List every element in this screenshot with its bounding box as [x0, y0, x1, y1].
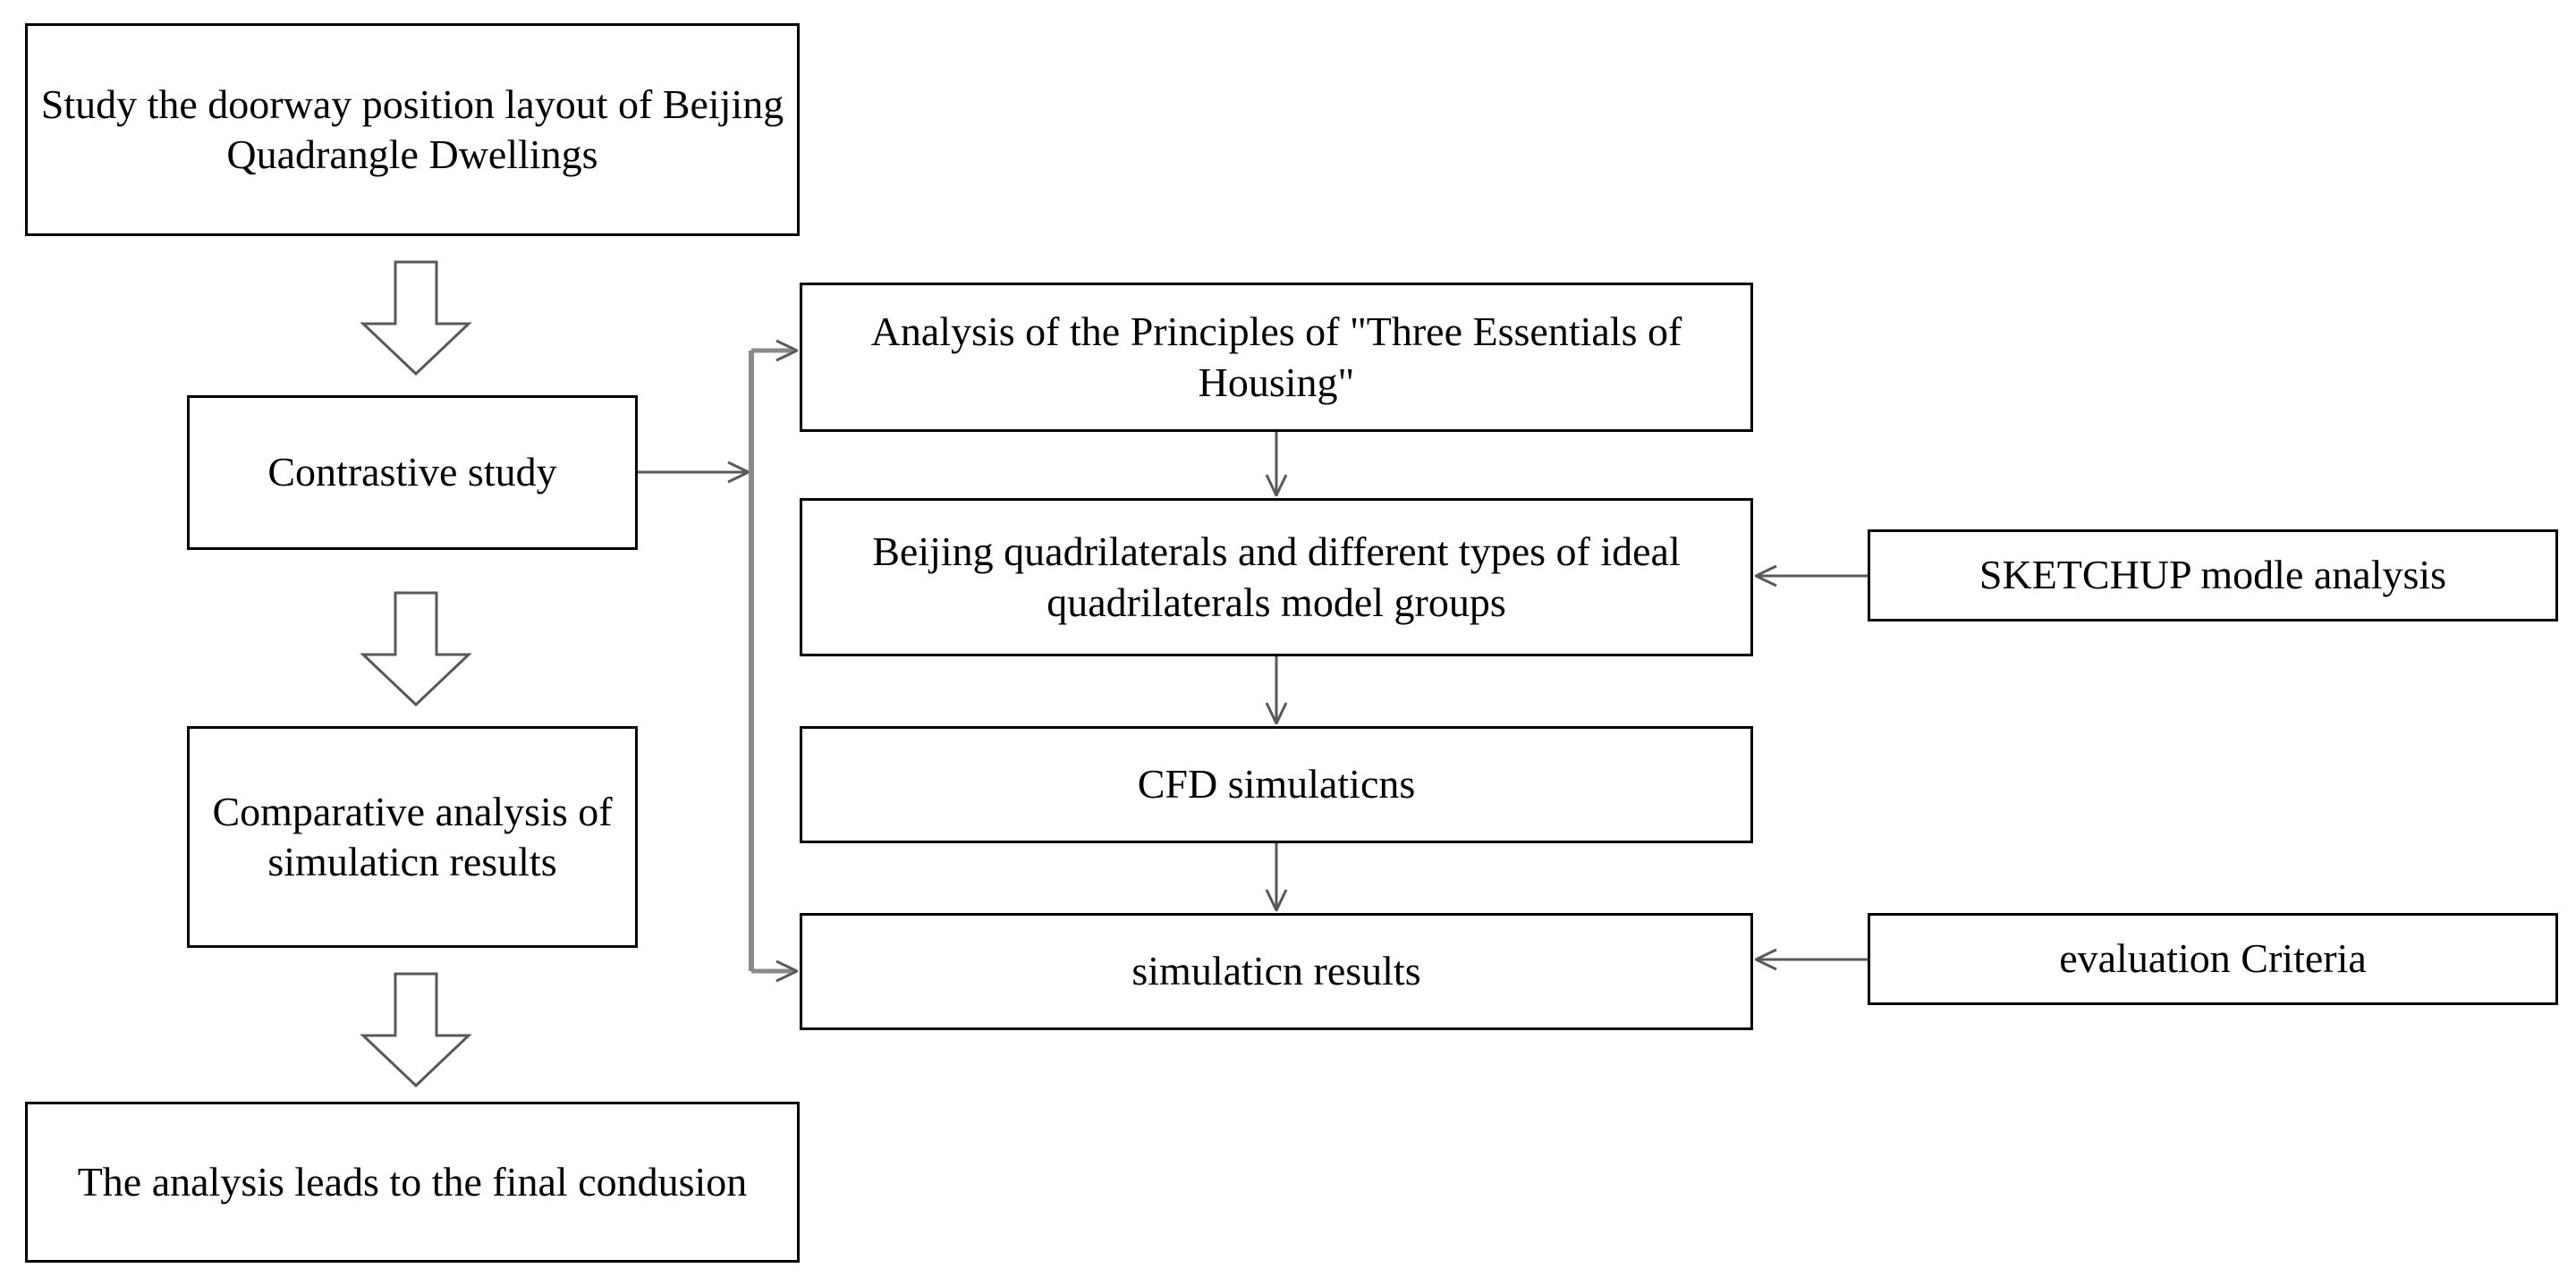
node-cfd-simulations[interactable]: CFD simulaticns — [800, 726, 1753, 843]
node-evaluation-criteria-label: evaluation Criteria — [2059, 935, 2367, 982]
node-sketchup-analysis[interactable]: SKETCHUP modle analysis — [1868, 529, 2558, 621]
node-contrastive-study[interactable]: Contrastive study — [187, 395, 638, 550]
node-three-essentials-label: Analysis of the Principles of "Three Ess… — [870, 309, 1682, 405]
node-final-conclusion-label: The analysis leads to the final condusio… — [77, 1158, 748, 1205]
node-quadrilateral-models[interactable]: Beijing quadrilaterals and different typ… — [800, 498, 1753, 656]
node-quadrilateral-models-label: Beijing quadrilaterals and different typ… — [872, 528, 1681, 625]
node-three-essentials[interactable]: Analysis of the Principles of "Three Ess… — [800, 283, 1753, 432]
node-study-doorway[interactable]: Study the doorway position layout of Bei… — [25, 23, 800, 236]
node-final-conclusion[interactable]: The analysis leads to the final condusio… — [25, 1102, 800, 1263]
node-contrastive-study-label: Contrastive study — [267, 449, 557, 495]
node-sketchup-analysis-label: SKETCHUP modle analysis — [1979, 552, 2447, 598]
node-study-doorway-label: Study the doorway position layout of Bei… — [40, 80, 784, 177]
node-evaluation-criteria[interactable]: evaluation Criteria — [1868, 913, 2558, 1005]
node-cfd-simulations-label: CFD simulaticns — [1137, 761, 1416, 807]
node-simulation-results[interactable]: simulaticn results — [800, 913, 1753, 1030]
node-comparative-analysis[interactable]: Comparative analysis of simulaticn resul… — [187, 726, 638, 948]
node-simulation-results-label: simulaticn results — [1131, 948, 1421, 994]
node-comparative-analysis-label: Comparative analysis of simulaticn resul… — [212, 788, 613, 884]
block-arrow-study-to-contrastive — [360, 260, 472, 376]
block-arrow-contrastive-to-comparative — [360, 591, 472, 707]
block-arrow-comparative-to-conclusion — [360, 972, 472, 1088]
